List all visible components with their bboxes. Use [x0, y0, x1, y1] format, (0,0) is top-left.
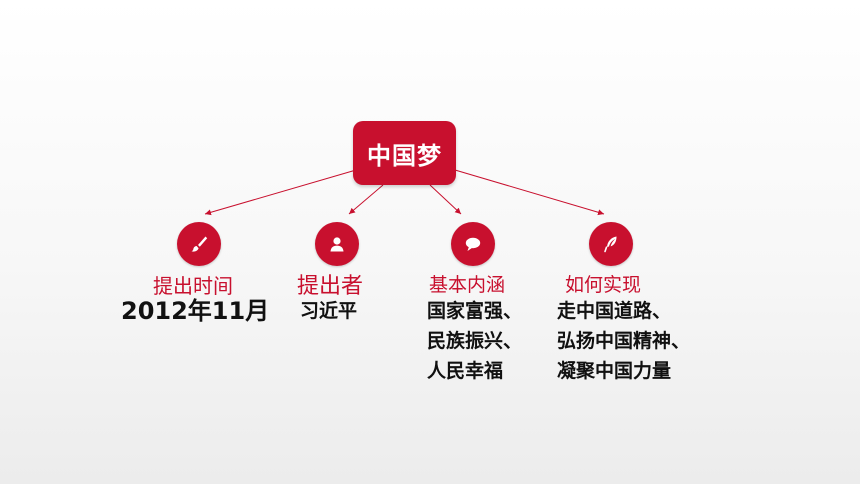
node-circle-realization	[589, 222, 633, 266]
root-node: 中国梦	[353, 121, 456, 185]
content-line: 人民幸福	[427, 360, 504, 382]
connector-to-meaning	[429, 184, 462, 215]
branch-content-realization: 走中国道路、 弘扬中国精神、 凝聚中国力量	[557, 296, 690, 386]
node-circle-meaning	[451, 222, 495, 266]
connector-to-realization	[454, 169, 605, 216]
branch-label-proposer: 提出者	[297, 274, 364, 299]
content-line: 弘扬中国精神、	[557, 330, 691, 352]
branch-label-meaning: 基本内涵	[429, 274, 506, 296]
branch-content-time: 2012年11月	[121, 296, 269, 326]
content-line: 走中国道路、	[557, 300, 672, 322]
person-icon	[330, 237, 344, 252]
node-circle-proposer	[315, 222, 359, 266]
content-line: 民族振兴、	[427, 330, 523, 352]
content-line: 习近平	[300, 300, 358, 322]
branch-content-proposer: 习近平	[300, 298, 357, 324]
brush-icon	[191, 236, 208, 252]
content-line: 国家富强、	[427, 300, 523, 322]
speech-bubble-icon	[465, 237, 481, 251]
content-line: 凝聚中国力量	[557, 360, 672, 382]
connector-to-proposer	[348, 184, 384, 215]
root-label: 中国梦	[367, 141, 442, 170]
node-circle-time	[177, 222, 221, 266]
connector-to-time	[204, 169, 357, 216]
branch-label-time: 提出时间	[153, 274, 233, 298]
content-line: 2012年11月	[121, 297, 270, 325]
branch-content-meaning: 国家富强、 民族振兴、 人民幸福	[427, 296, 522, 386]
feather-icon	[604, 236, 617, 253]
branch-label-realization: 如何实现	[565, 274, 642, 296]
